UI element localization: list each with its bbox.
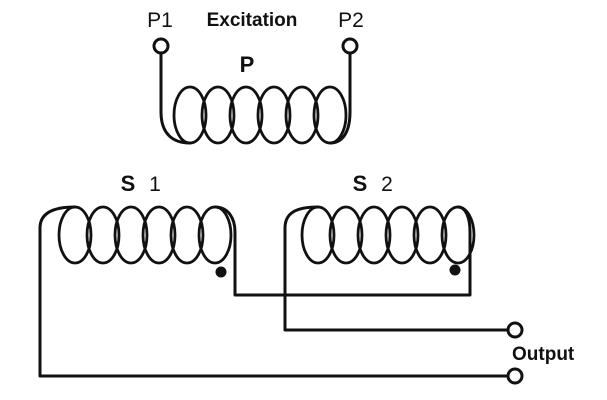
wire-s2-to-output-top — [283, 205, 510, 332]
terminal-p1-icon — [152, 37, 170, 55]
coil-loop — [113, 205, 149, 265]
label-primary-coil: P — [240, 52, 255, 77]
primary-section: P1 Excitation P2 P — [147, 9, 364, 145]
secondary-coil-1 — [57, 205, 233, 265]
label-output: Output — [512, 344, 575, 365]
coil-loop — [200, 85, 236, 145]
secondary-coil-2 — [300, 205, 476, 265]
wire-s1-s2-series-link — [213, 205, 472, 297]
secondary-1-section: S 1 — [57, 171, 233, 278]
output-section: Output — [38, 205, 575, 385]
coil-loop — [356, 205, 392, 265]
wire-s1-to-output-bottom — [38, 205, 510, 378]
label-p2: P2 — [338, 9, 364, 32]
label-s2-number: 2 — [381, 173, 393, 196]
label-s2-letter: S — [353, 171, 368, 196]
terminal-p2-icon — [341, 37, 359, 55]
coil-loop — [141, 205, 177, 265]
coil-loop — [384, 205, 420, 265]
coil-loop — [228, 85, 264, 145]
label-s1-letter: S — [121, 171, 136, 196]
terminal-output-top-icon — [506, 321, 524, 339]
coil-loop — [256, 85, 292, 145]
coil-loop — [172, 85, 208, 145]
coil-loop — [328, 205, 364, 265]
coil-loop — [312, 85, 348, 145]
coil-loop — [169, 205, 205, 265]
label-p1: P1 — [147, 9, 173, 32]
coil-loop — [85, 205, 121, 265]
primary-coil — [172, 85, 348, 145]
phase-dot-s2-icon — [449, 264, 461, 276]
terminal-output-bottom-icon — [506, 367, 524, 385]
coil-loop — [412, 205, 448, 265]
coil-loop — [284, 85, 320, 145]
label-s1-number: 1 — [149, 173, 161, 196]
secondary-2-section: S 2 — [300, 171, 476, 276]
wire-p2-lead — [328, 51, 352, 145]
phase-dot-s1-icon — [215, 266, 227, 278]
label-excitation: Excitation — [207, 10, 298, 31]
